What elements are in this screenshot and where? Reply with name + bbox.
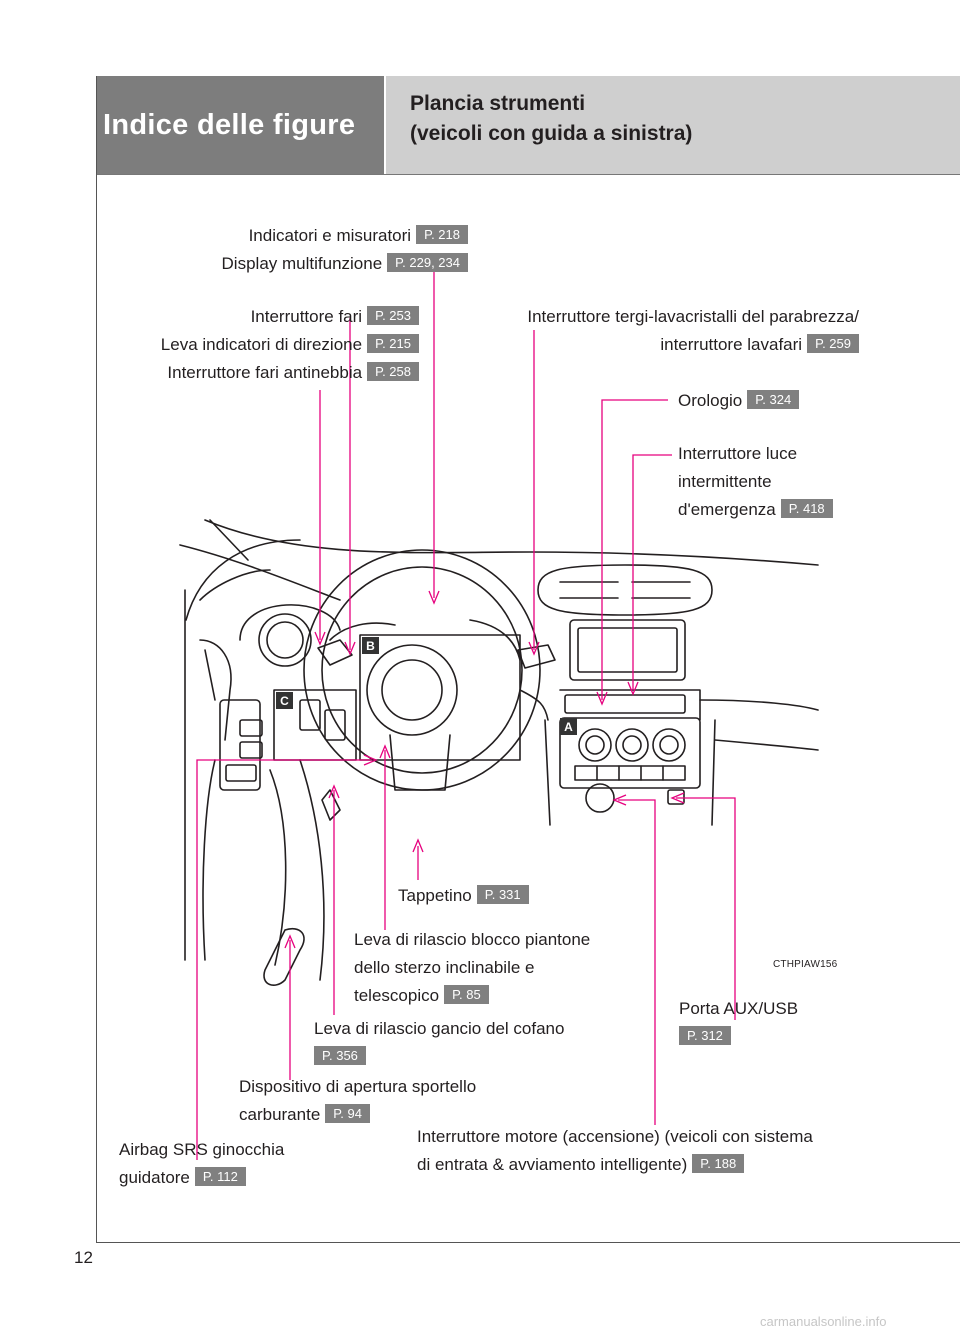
page-ref-badge: P. 218 xyxy=(416,225,468,245)
label-tergi: Interruttore tergi-lavacristalli del par… xyxy=(527,307,859,354)
label-sportello: Dispositivo di apertura sportello carbur… xyxy=(239,1077,477,1124)
page-ref-badge: P. 215 xyxy=(367,334,419,354)
label-motore: Interruttore motore (accensione) (veicol… xyxy=(417,1127,813,1174)
page-ref-badge: P. 418 xyxy=(780,499,833,519)
page-ref-badge: P. 312 xyxy=(679,1026,731,1046)
watermark: carmanualsonline.info xyxy=(760,1314,887,1329)
marker-a: A xyxy=(560,718,577,735)
page-ref-badge: P. 94 xyxy=(325,1104,370,1124)
page-ref-badge: P. 258 xyxy=(367,362,419,382)
page-title-line1: Plancia strumenti xyxy=(410,92,586,115)
label-emergenza: Interruttore luce intermittente d'emerge… xyxy=(678,440,833,524)
image-code: CTHPIAW156 xyxy=(773,959,838,970)
page-ref-badge: P. 331 xyxy=(476,885,529,905)
page-ref-badge: P. 188 xyxy=(692,1154,745,1174)
page-frame xyxy=(96,76,960,1243)
page-title-line2: (veicoli con guida a sinistra) xyxy=(410,122,693,145)
header-divider xyxy=(97,174,960,175)
page-ref-badge: P. 356 xyxy=(314,1046,366,1066)
label-piantone: Leva di rilascio blocco piantone dello s… xyxy=(354,930,591,1005)
page-ref-badge: P. 324 xyxy=(747,390,800,410)
page-ref-badge: P. 85 xyxy=(444,985,489,1005)
page-ref-badge: P. 229, 234 xyxy=(387,253,468,273)
page-number: 12 xyxy=(74,1248,93,1267)
page-ref-badge: P. 259 xyxy=(807,334,859,354)
marker-b: B xyxy=(362,637,379,654)
page-ref-badge: P. 253 xyxy=(367,306,419,326)
page-title: Plancia strumenti (veicoli con guida a s… xyxy=(386,76,960,174)
page-ref-badge: P. 112 xyxy=(194,1167,246,1187)
label-porta-aux: Porta AUX/USB P. 312 xyxy=(679,999,799,1046)
section-title: Indice delle figure xyxy=(97,76,384,174)
label-cofano: Leva di rilascio gancio del cofano P. 35… xyxy=(314,1019,565,1066)
marker-c: C xyxy=(276,692,293,709)
